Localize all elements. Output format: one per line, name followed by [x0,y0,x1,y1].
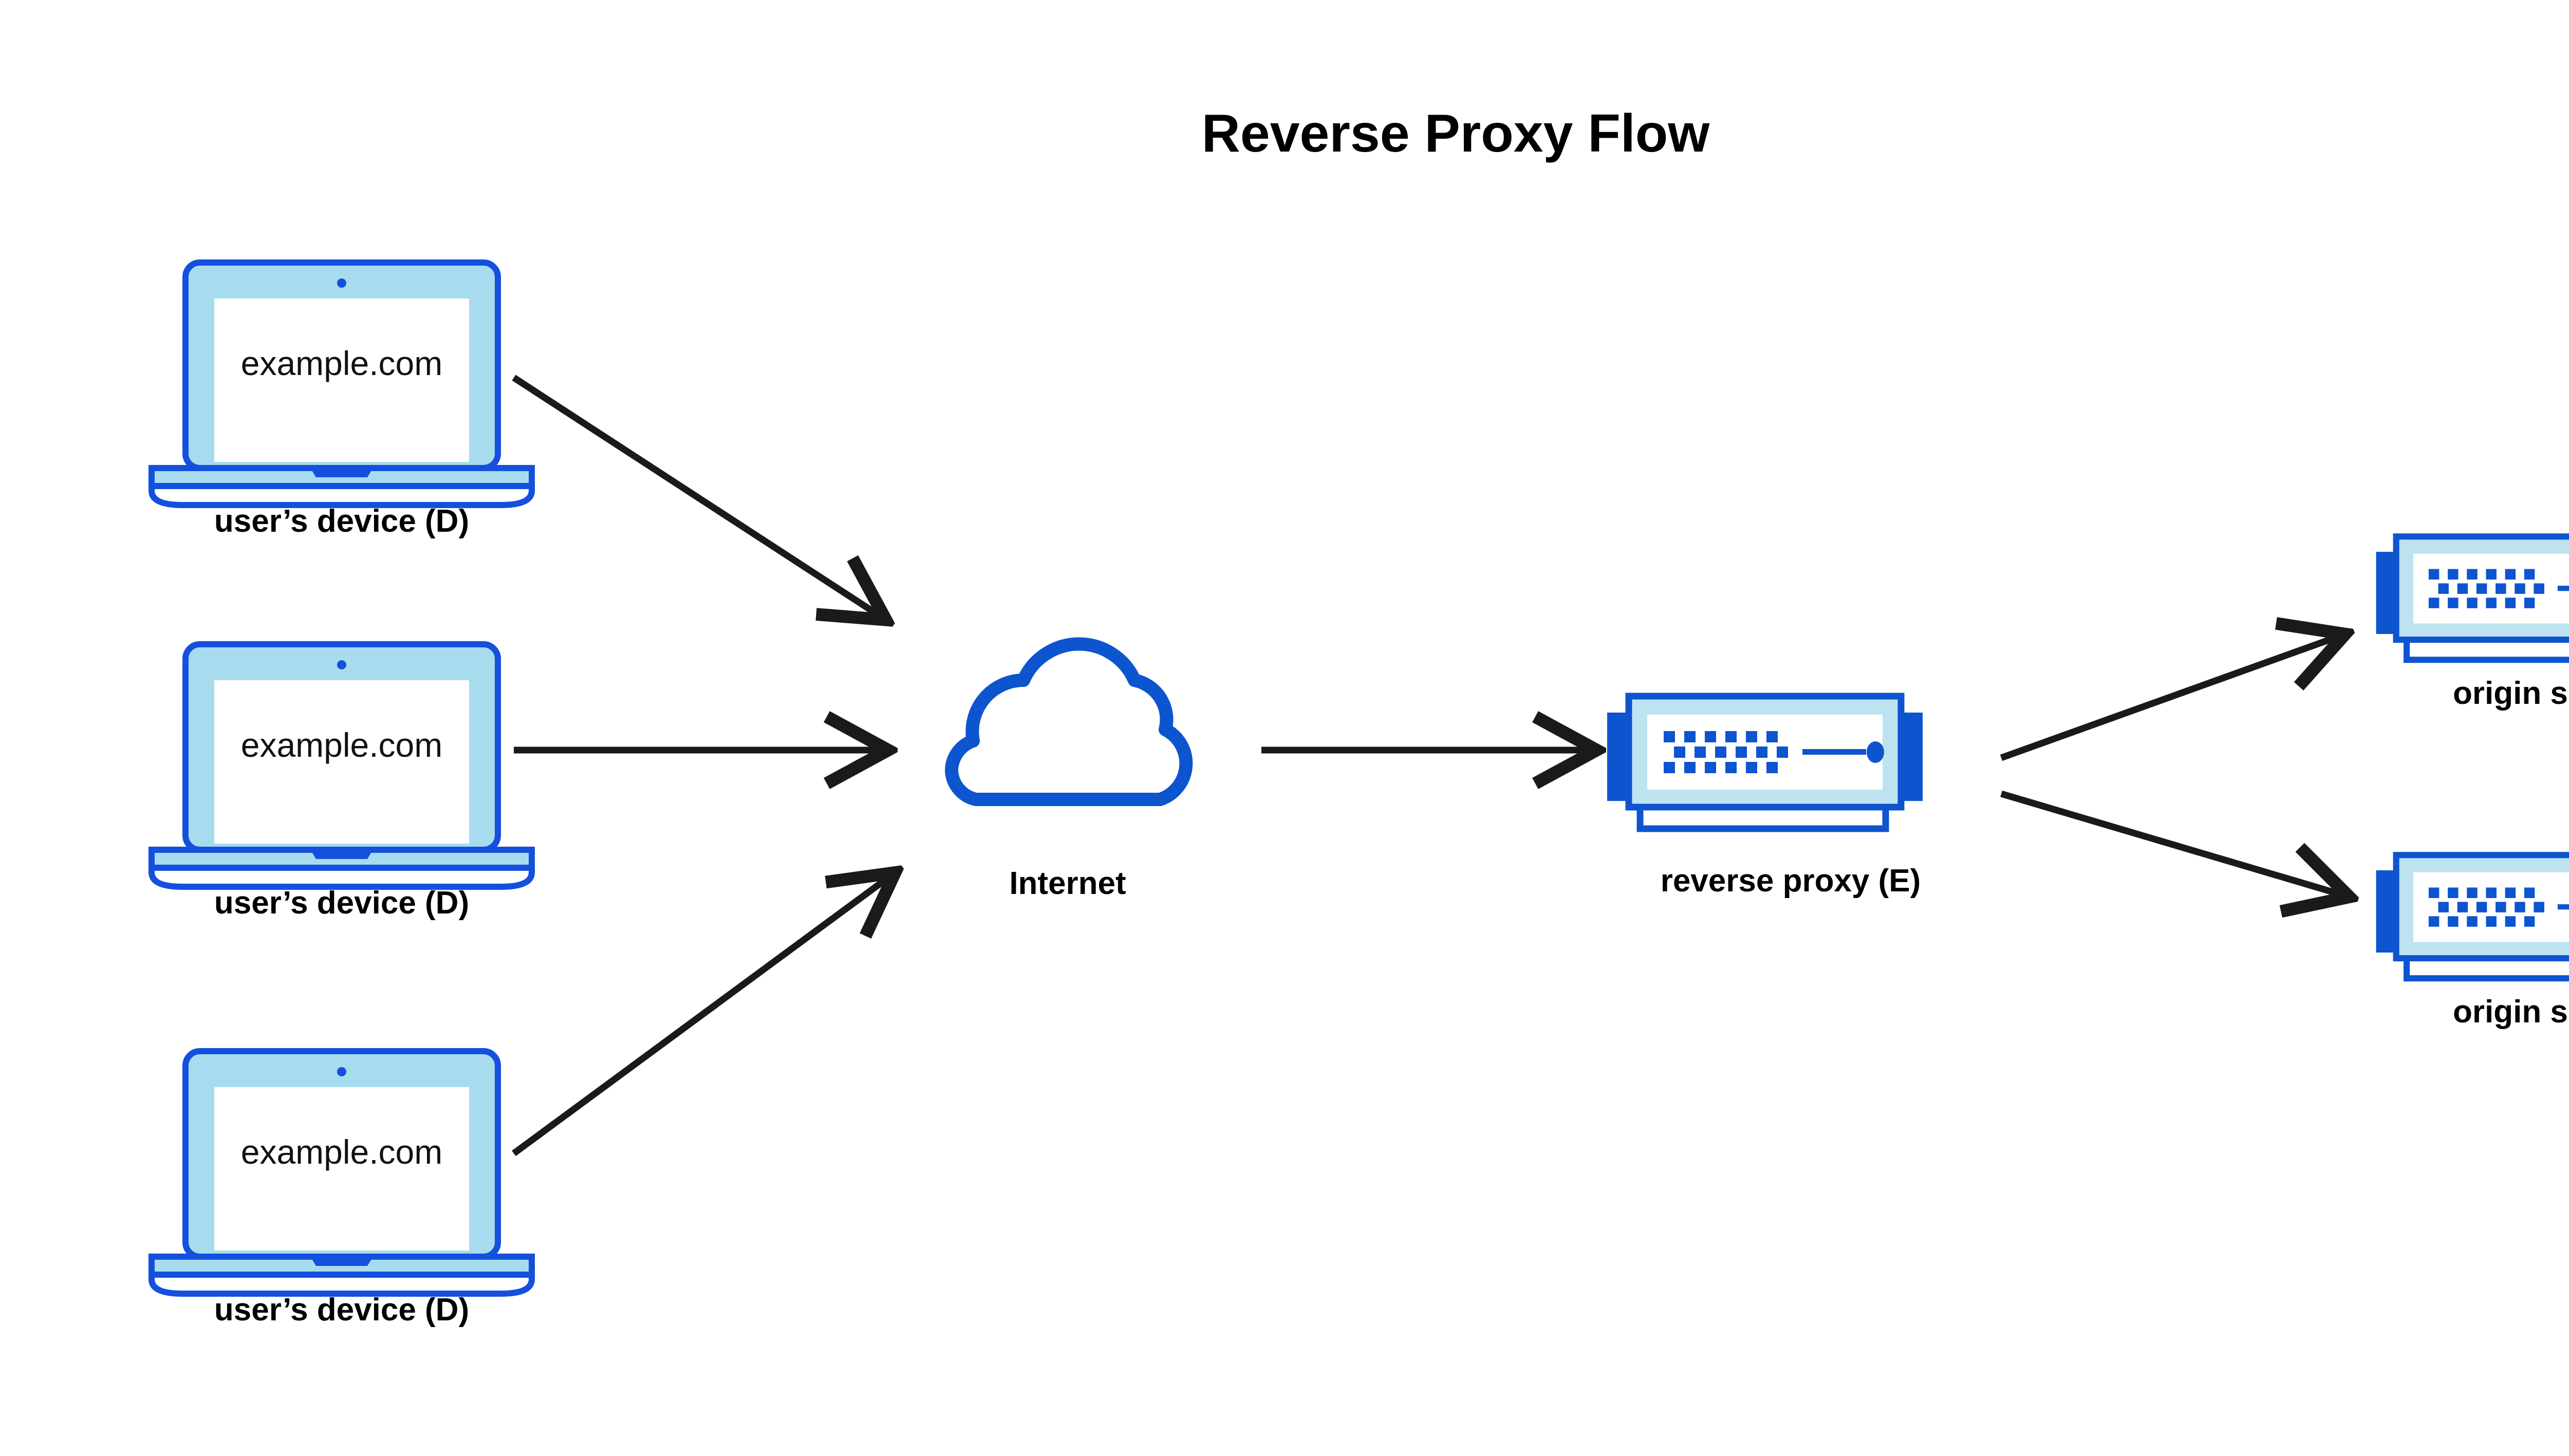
page-title: Reverse Proxy Flow [1202,104,1710,163]
node-device-middle[interactable]: example.com user’s device (D) [152,644,532,921]
internet-label: Internet [1009,866,1126,901]
node-device-top[interactable]: example.com user’s device (D) [152,263,532,539]
edge-layer [512,375,2348,1156]
device-bottom-label: user’s device (D) [214,1292,469,1328]
device-screen-text: example.com [241,344,443,382]
origin-server-bottom-label: origin server (F) [2453,994,2569,1030]
node-origin-server-top[interactable]: origin server (F) [2376,536,2569,711]
edge-device-bottom-to-internet [512,873,894,1156]
reverse-proxy-label: reverse proxy (E) [1661,863,1921,899]
server-icon [1607,696,1923,829]
device-middle-label: user’s device (D) [214,885,469,921]
node-origin-server-bottom[interactable]: origin server (F) [2376,855,2569,1030]
laptop-icon [152,263,532,505]
node-device-bottom[interactable]: example.com user’s device (D) [152,1051,532,1328]
server-icon [2376,855,2569,978]
device-screen-text: example.com [241,1133,443,1171]
node-reverse-proxy[interactable]: reverse proxy (E) [1607,696,1923,899]
edge-reverse-proxy-to-origin-top [2000,634,2344,761]
device-top-label: user’s device (D) [214,503,469,539]
laptop-icon [152,644,532,887]
laptop-icon [152,1051,532,1294]
server-icon [2376,536,2569,660]
edge-device-top-to-internet [512,375,885,619]
edge-reverse-proxy-to-origin-bottom [2000,790,2348,897]
node-internet[interactable]: Internet [952,644,1186,901]
origin-server-top-label: origin server (F) [2453,676,2569,711]
device-screen-text: example.com [241,726,443,764]
